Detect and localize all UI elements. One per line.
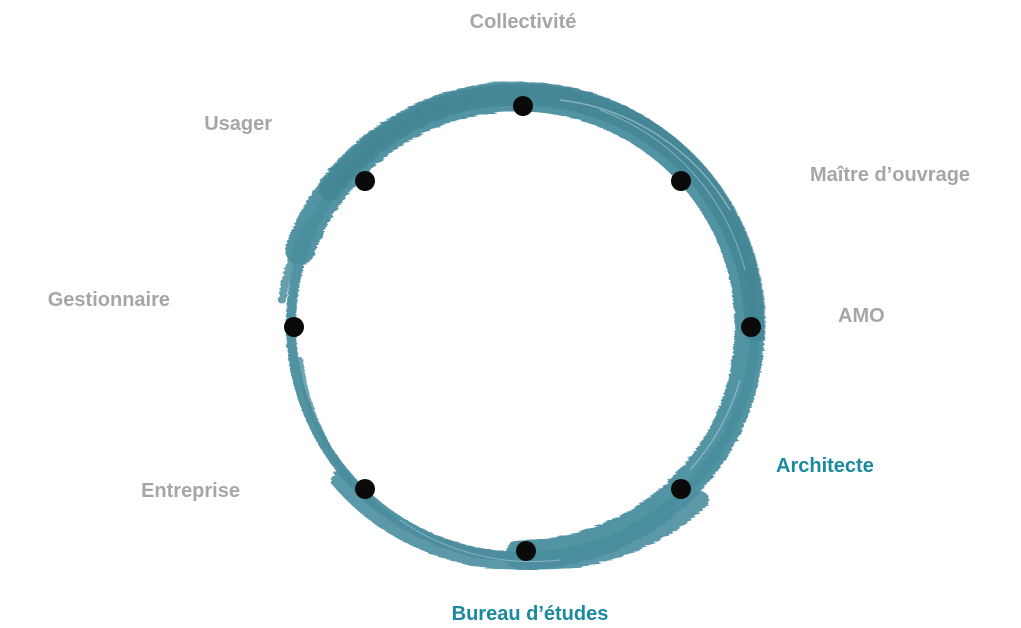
node-label-entreprise: Entreprise	[141, 480, 240, 502]
node-dot-entreprise	[355, 479, 375, 499]
brush-highlights	[399, 99, 746, 563]
node-dot-architecte	[671, 479, 691, 499]
node-dot-collectivite	[513, 96, 533, 116]
node-dot-gestionnaire	[284, 317, 304, 337]
node-label-collectivite: Collectivité	[469, 11, 577, 33]
node-label-maitre-ouvrage: Maître d’ouvrage	[810, 164, 971, 186]
node-label-bureau-etudes: Bureau d’études	[451, 603, 609, 625]
node-dot-amo	[741, 317, 761, 337]
node-label-gestionnaire: Gestionnaire	[47, 289, 170, 311]
node-dot-maitre-ouvrage	[671, 171, 691, 191]
node-label-usager: Usager	[204, 113, 272, 135]
node-label-amo: AMO	[838, 305, 885, 327]
node-dot-bureau-etudes	[516, 541, 536, 561]
node-label-architecte: Architecte	[776, 455, 874, 477]
node-dot-usager	[355, 171, 375, 191]
